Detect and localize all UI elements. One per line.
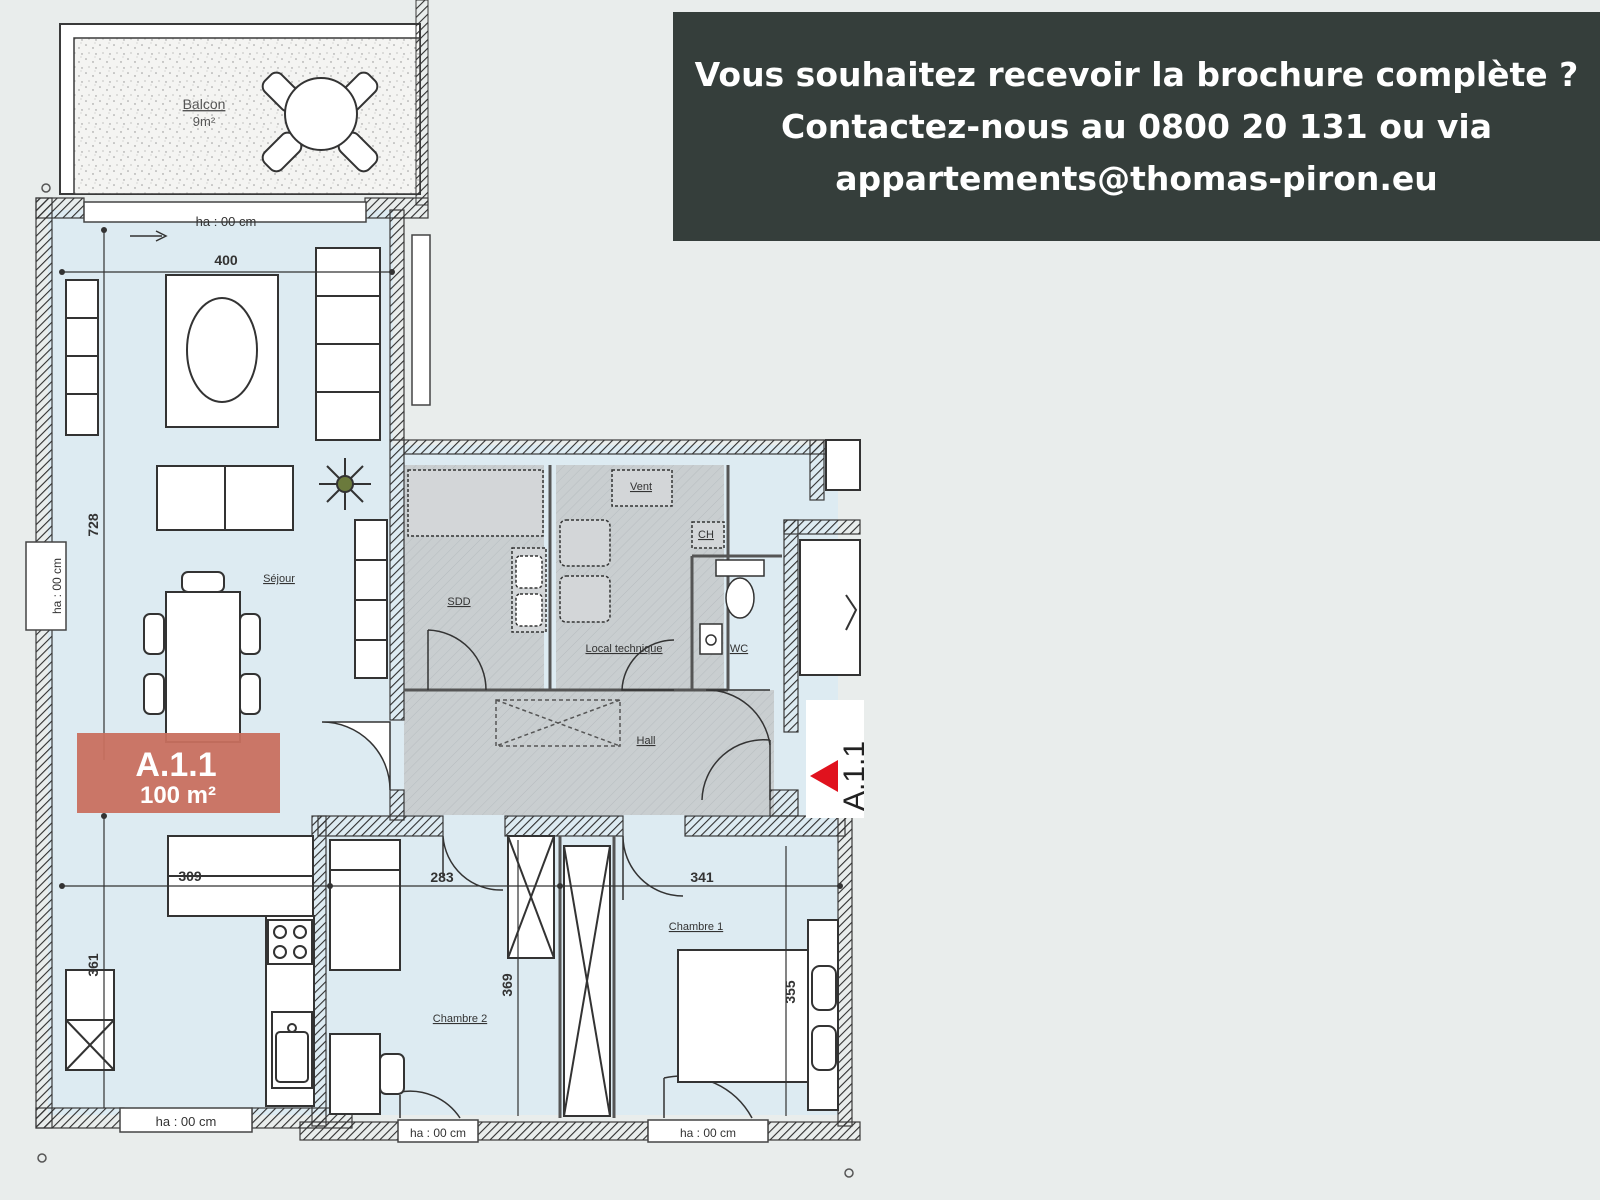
banner-email[interactable]: appartements@thomas-piron.eu xyxy=(835,158,1438,198)
room-labels: Séjour SDD Local technique Vent CH WC Ha… xyxy=(263,481,748,1025)
banner-line-2: Contactez-nous au 0800 20 131 ou via xyxy=(781,106,1492,146)
banner-line-1: Vous souhaitez recevoir la brochure comp… xyxy=(694,54,1579,94)
window-height-ch2: ha : 00 cm xyxy=(410,1126,466,1140)
room-wc-label: WC xyxy=(730,643,748,655)
dimension-ticks xyxy=(59,227,843,889)
entrance-arrow-icon xyxy=(810,760,838,792)
balcony-area: 9m² xyxy=(193,114,216,129)
vent-box xyxy=(611,469,673,507)
dim-ch1-length: 355 xyxy=(782,980,798,1004)
living-furniture xyxy=(65,247,388,743)
dim-ch2-length: 369 xyxy=(499,973,515,997)
plant-icon xyxy=(319,458,371,510)
bathroom-fixtures xyxy=(407,469,725,633)
dim-ch1-width: 341 xyxy=(690,869,714,885)
window-height-balcony: ha : 00 cm xyxy=(196,214,257,229)
room-local-technique-label: Local technique xyxy=(585,643,662,655)
ch-box xyxy=(691,521,725,549)
room-vent-label: Vent xyxy=(630,481,652,493)
hall-storage xyxy=(495,699,621,747)
toilet-icon xyxy=(699,559,765,655)
dryer xyxy=(559,575,611,623)
room-sdd-label: SDD xyxy=(447,596,470,608)
corner-markers xyxy=(37,183,854,1178)
hob-icon xyxy=(267,919,313,965)
neighbor-room xyxy=(799,439,861,676)
window-height-kitchen: ha : 00 cm xyxy=(156,1114,217,1129)
entrance-tag: A.1.1 xyxy=(806,700,870,818)
dim-living-width: 400 xyxy=(214,252,238,268)
dimension-lines xyxy=(62,228,840,1116)
unit-area: 100 m² xyxy=(140,782,216,809)
dim-living-length: 728 xyxy=(85,513,101,537)
double-bed xyxy=(677,949,809,1083)
dim-ch2-width: 283 xyxy=(430,869,454,885)
round-table-icon xyxy=(261,71,379,173)
window-height-west: ha : 00 cm xyxy=(50,558,64,614)
balcony: Balcon 9m² xyxy=(59,0,429,206)
floor-plan: Balcon 9m² xyxy=(25,0,870,1178)
bedroom1-furniture xyxy=(563,845,839,1117)
doors xyxy=(321,629,771,1119)
walls xyxy=(35,197,861,1141)
washer xyxy=(559,519,611,567)
bedroom2-furniture xyxy=(329,835,555,1115)
sink-icon xyxy=(271,1011,313,1089)
room-chambre2-label: Chambre 2 xyxy=(433,1013,487,1025)
kitchen-furniture xyxy=(65,835,315,1107)
window-height-ch1: ha : 00 cm xyxy=(680,1126,736,1140)
dim-kitchen-width: 309 xyxy=(178,868,202,884)
balcony-name: Balcon xyxy=(183,96,226,112)
dining-table xyxy=(165,591,241,743)
room-chambre1-label: Chambre 1 xyxy=(669,921,723,933)
unit-label: A.1.1 100 m² xyxy=(77,733,280,813)
contact-banner: Vous souhaitez recevoir la brochure comp… xyxy=(673,12,1600,241)
room-hall-label: Hall xyxy=(637,735,656,747)
room-ch-label: CH xyxy=(698,529,714,541)
coffee-table xyxy=(186,297,258,403)
unit-code: A.1.1 xyxy=(135,746,216,784)
entrance-unit-code: A.1.1 xyxy=(838,741,870,811)
direction-arrow xyxy=(130,230,168,242)
windows xyxy=(25,201,769,1143)
room-sejour-label: Séjour xyxy=(263,573,295,585)
dim-kitchen-length: 361 xyxy=(85,953,101,977)
sideboard-left xyxy=(65,279,99,436)
shower xyxy=(407,469,544,537)
